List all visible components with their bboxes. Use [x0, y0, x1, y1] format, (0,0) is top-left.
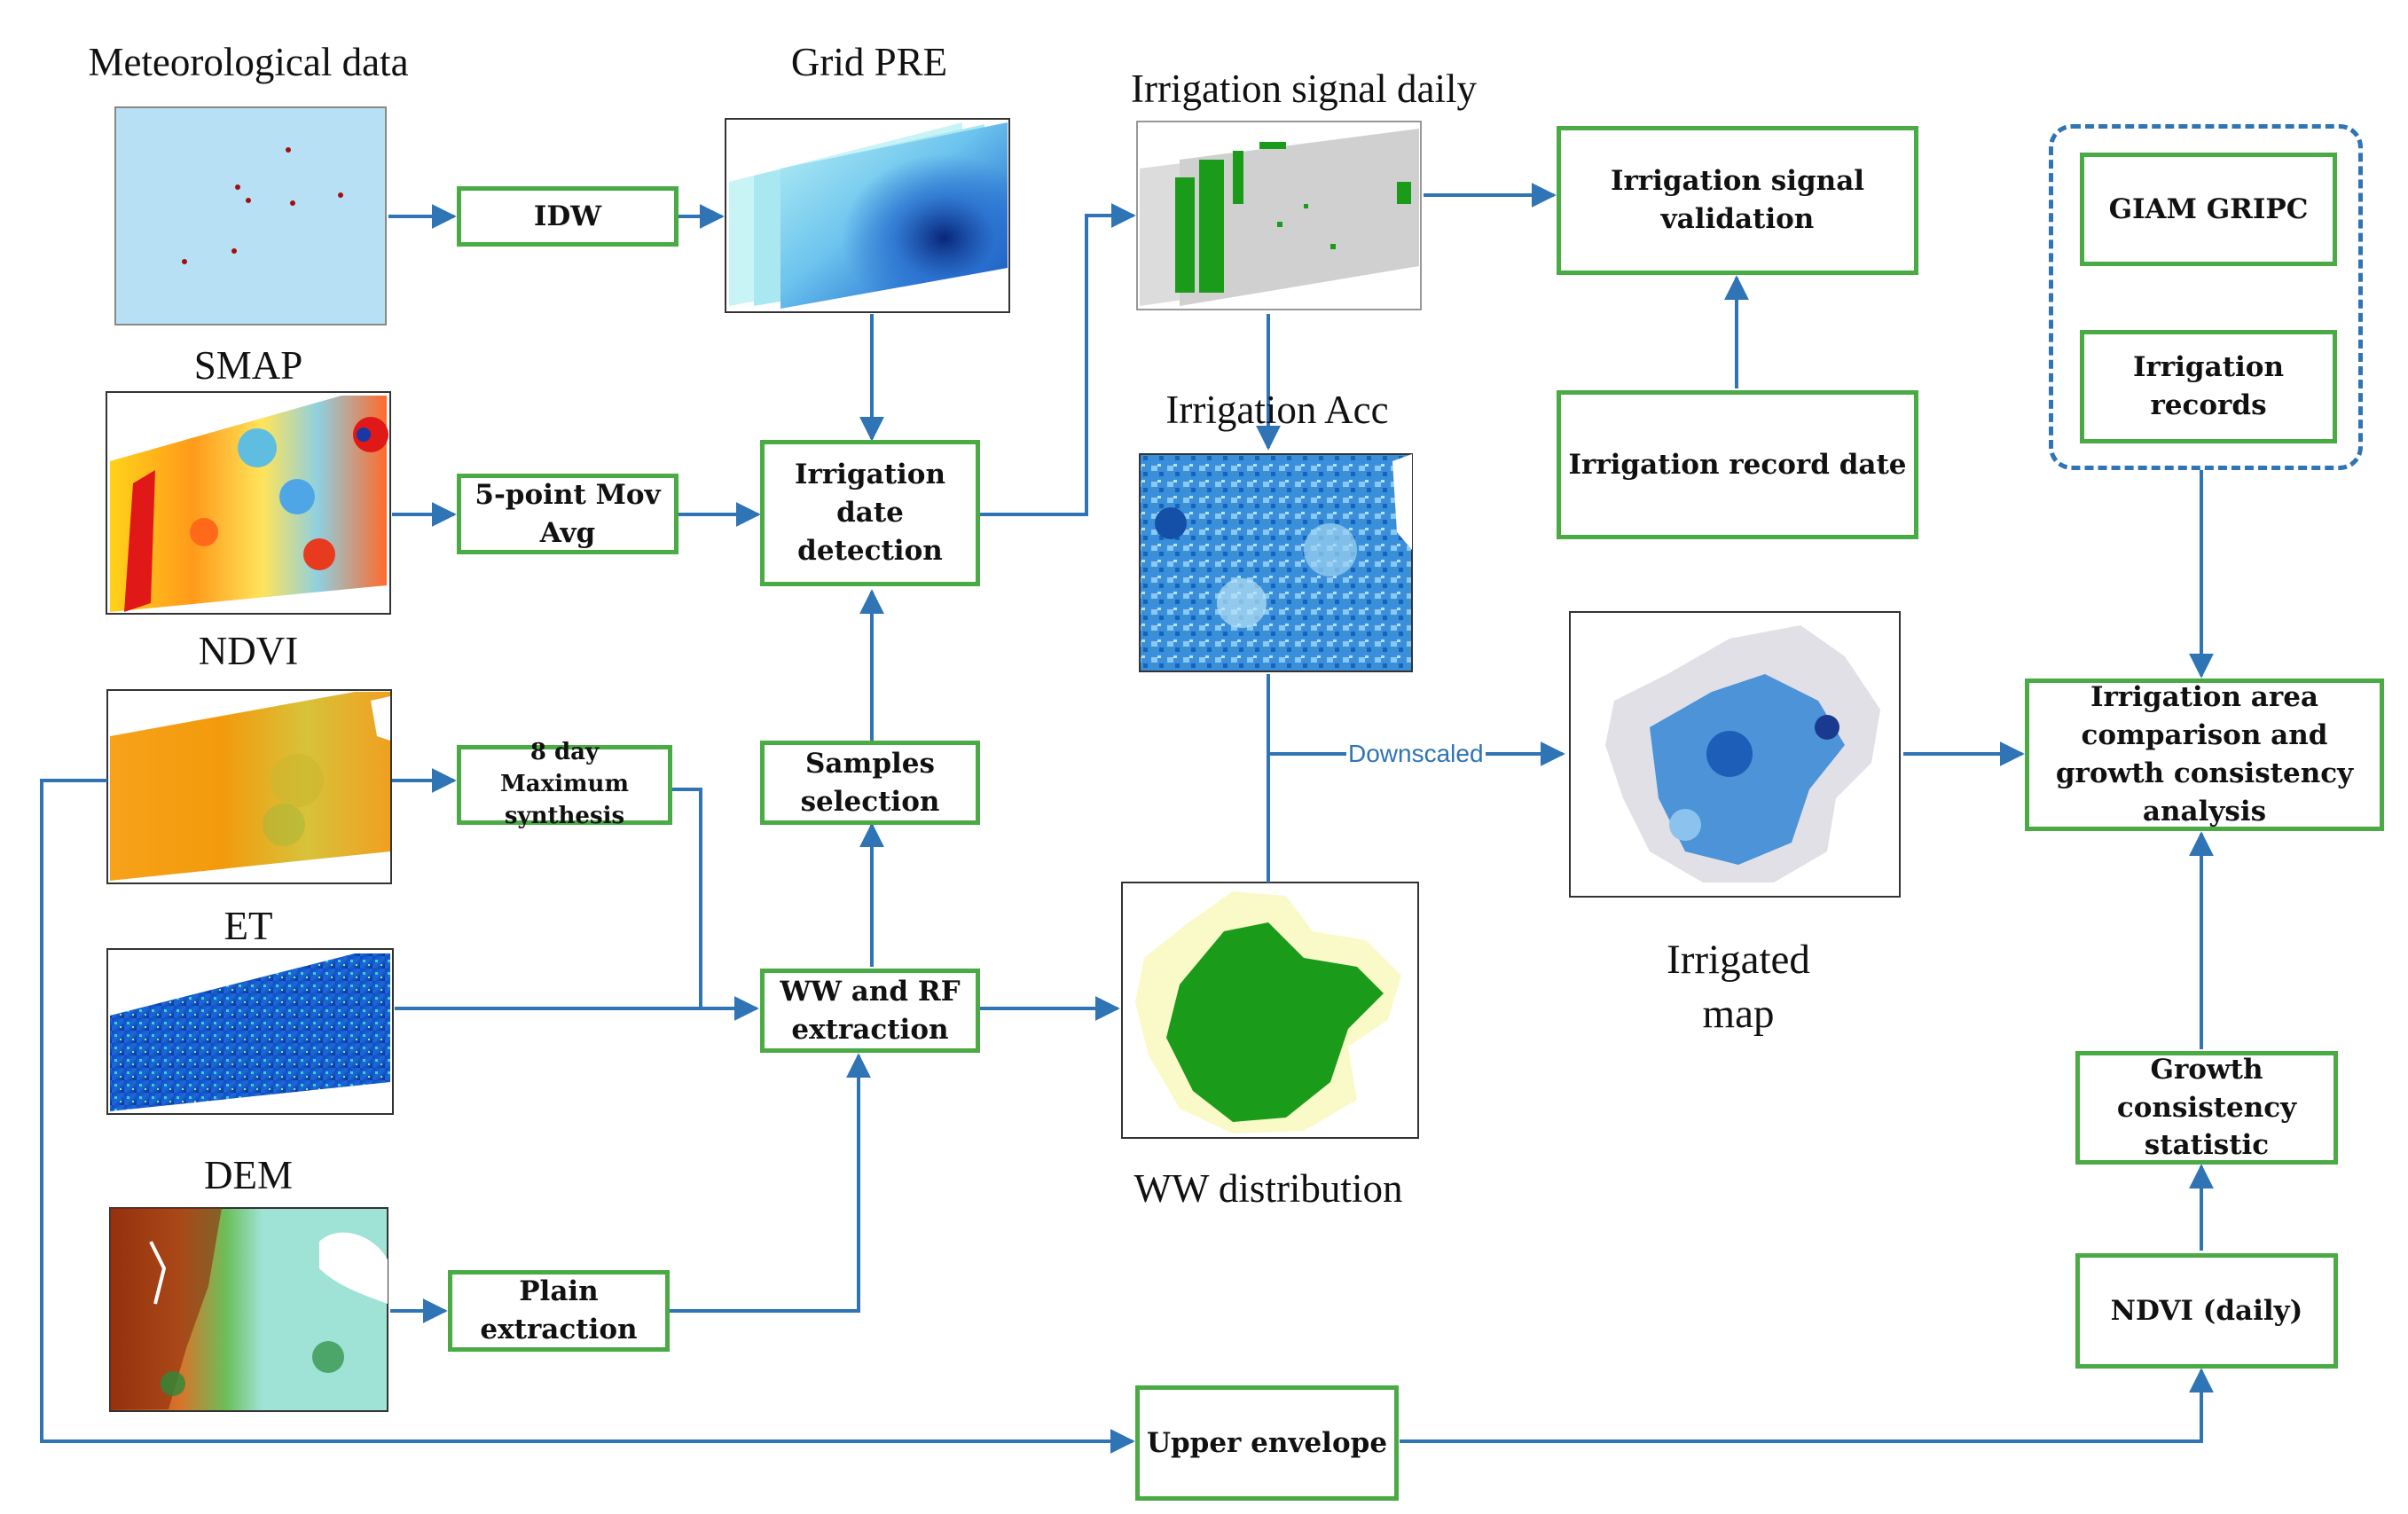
growth-consistency-box: Growth consistency statistic	[2075, 1051, 2338, 1165]
irrigated-map-image	[1569, 611, 1901, 898]
irrigation-record-date-box: Irrigation record date	[1557, 390, 1918, 539]
irrigation-acc-label: Irrigation Acc	[1165, 388, 1389, 432]
irrigation-signal-daily-label: Irrigation signal daily	[1131, 67, 1477, 111]
grid-pre-label: Grid PRE	[790, 40, 948, 84]
max-synthesis-box: 8 day Maximum synthesis	[457, 739, 672, 829]
et-label: ET	[224, 904, 273, 948]
upper-envelope-box: Upper envelope	[1135, 1385, 1399, 1501]
meteorological-data-label: Meteorological data	[88, 40, 409, 84]
ndvi-image	[106, 689, 392, 884]
comparison-analysis-box: Irrigation area comparison and growth co…	[2025, 679, 2384, 831]
ww-distribution-image	[1121, 882, 1419, 1139]
samples-selection-box: Samples selection	[760, 741, 980, 825]
ndvi-label: NDVI	[198, 629, 299, 673]
irrigated-map-label: Irrigated map	[1667, 937, 1810, 1038]
irrigation-date-detection-box: Irrigation date detection	[760, 440, 980, 586]
irrigation-signal-image	[1136, 121, 1422, 310]
idw-box: IDW	[457, 186, 678, 247]
meteorological-map-image	[114, 106, 387, 326]
connector-lines	[40, 183, 2214, 1454]
grid-pre-image	[725, 118, 1010, 313]
irrigation-acc-image	[1139, 453, 1413, 672]
ww-rf-extraction-box: WW and RF extraction	[760, 969, 980, 1053]
dem-image	[109, 1207, 388, 1412]
smap-image	[106, 391, 391, 615]
irrigation-signal-validation-box: Irrigation signal validation	[1557, 126, 1918, 275]
ww-distribution-label: WW distribution	[1133, 1166, 1403, 1211]
smap-label: SMAP	[193, 343, 303, 388]
plain-extraction-box: Plain extraction	[448, 1270, 670, 1352]
dem-label: DEM	[204, 1153, 293, 1197]
irrigation-records-box: Irrigation records	[2080, 330, 2337, 443]
moving-average-box: 5-point Mov Avg	[457, 474, 678, 554]
reference-data-group	[2049, 124, 2363, 470]
giam-gripc-box: GIAM GRIPC	[2080, 153, 2337, 266]
ndvi-daily-box: NDVI (daily)	[2075, 1253, 2338, 1369]
et-image	[106, 948, 394, 1115]
downscaled-label: Downscaled	[1346, 740, 1486, 767]
